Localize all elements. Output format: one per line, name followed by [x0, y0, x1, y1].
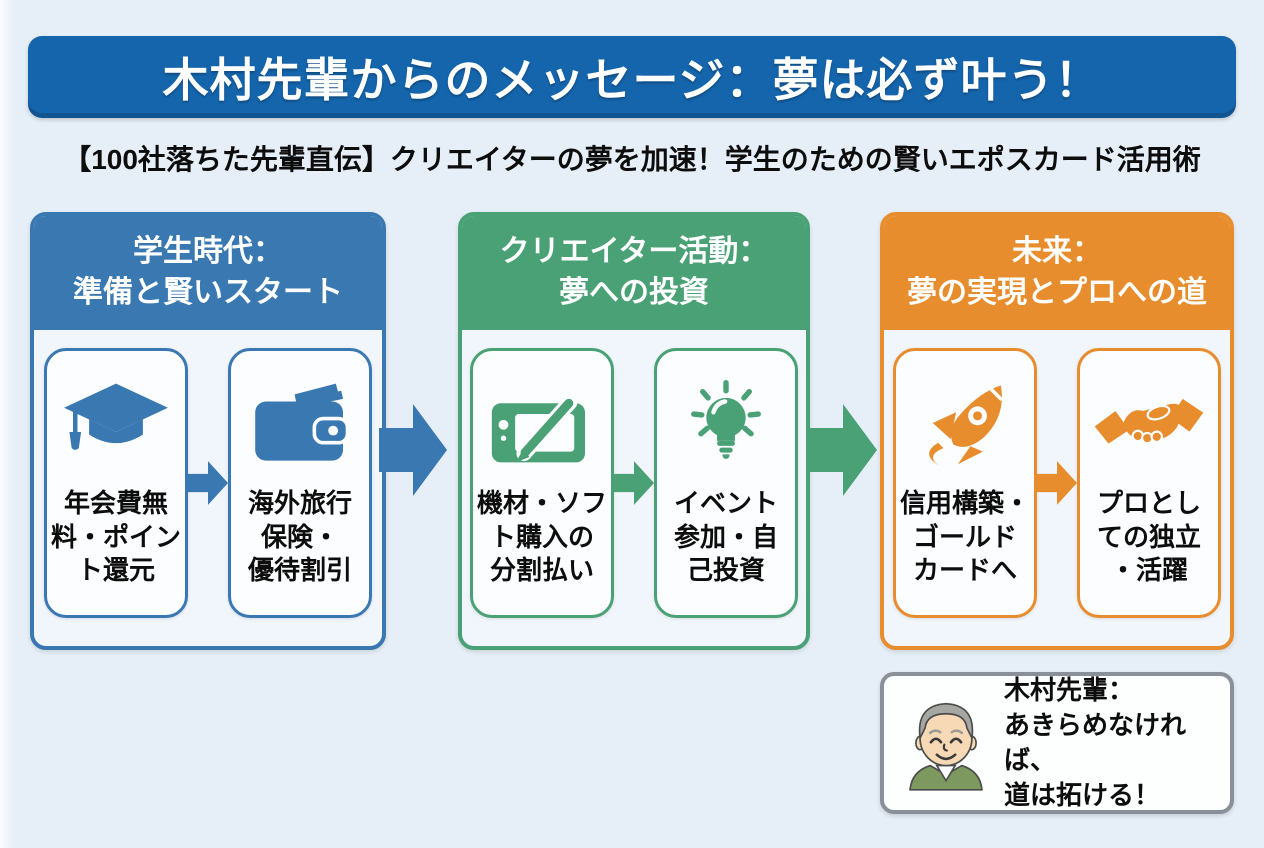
section-student-era: 学生時代： 準備と賢いスタート 年会費無 料・ポイン ト還元: [30, 212, 386, 650]
card-label: イベント 参加・自 己投資: [673, 487, 778, 586]
handshake-icon: [1093, 377, 1205, 469]
card-travel-insurance: 海外旅行 保険・ 優待割引: [228, 347, 372, 618]
section-future: 未来： 夢の実現とプロへの道: [880, 212, 1234, 650]
section-student-era-header: 学生時代： 準備と賢いスタート: [34, 216, 382, 330]
card-label: 機材・ソフ ト購入の 分割払い: [476, 487, 607, 586]
lightbulb-icon: [670, 377, 782, 469]
page-subtitle: 【100社落ちた先輩直伝】クリエイターの夢を加速！学生のための賢いエポスカード活…: [63, 144, 1201, 175]
page-title: 木村先輩からのメッセージ：夢は必ず叶う！: [162, 54, 1102, 106]
graduation-cap-icon: [60, 377, 172, 469]
card-label: 年会費無 料・ポイン ト還元: [50, 487, 181, 586]
section-transition-arrow-icon: [379, 404, 447, 496]
wallet-icon: [244, 377, 356, 469]
arrow-right-icon: [614, 460, 654, 505]
card-label: プロとし ての独立 ・活躍: [1096, 487, 1201, 586]
card-label: 海外旅行 保険・ 優待割引: [247, 487, 352, 586]
card-label: 信用構築・ ゴールド カードへ: [899, 487, 1030, 586]
section-creator-activity-header: クリエイター活動： 夢への投資: [462, 216, 806, 330]
title-banner: 木村先輩からのメッセージ：夢は必ず叶う！: [28, 36, 1236, 118]
card-event-self-investment: イベント 参加・自 己投資: [654, 347, 798, 618]
section-creator-activity: クリエイター活動： 夢への投資 機材・ソフ ト購入の 分割払い: [458, 212, 810, 650]
card-equipment-installments: 機材・ソフ ト購入の 分割払い: [470, 347, 614, 618]
senior-quote-text: 木村先輩： あきらめなければ、 道は拓ける！: [1004, 674, 1187, 811]
card-pro-independence: プロとし ての独立 ・活躍: [1077, 347, 1221, 618]
arrow-right-icon: [1037, 460, 1077, 505]
section-transition-arrow-icon: [809, 404, 877, 496]
card-annual-fee-points: 年会費無 料・ポイン ト還元: [44, 347, 188, 618]
section-future-header: 未来： 夢の実現とプロへの道: [884, 216, 1230, 330]
rocket-icon: [909, 377, 1021, 469]
card-credit-gold-card: 信用構築・ ゴールド カードへ: [893, 347, 1037, 618]
arrow-right-icon: [188, 460, 228, 505]
drawing-tablet-icon: [486, 377, 598, 469]
senior-man-avatar: [900, 691, 992, 795]
senior-quote-card: 木村先輩： あきらめなければ、 道は拓ける！: [880, 672, 1234, 814]
